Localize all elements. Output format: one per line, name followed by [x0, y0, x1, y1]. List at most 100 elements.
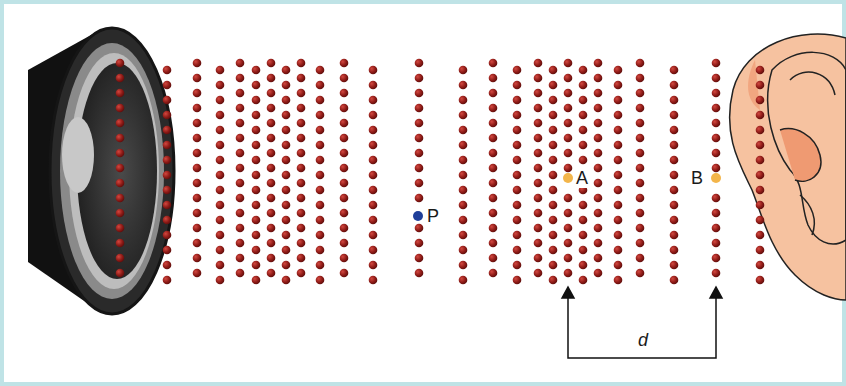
air-particle [636, 239, 645, 248]
air-particle [316, 216, 325, 225]
air-particle [459, 66, 468, 75]
air-particle [513, 201, 522, 210]
air-particle [252, 231, 261, 240]
air-particle [594, 179, 603, 188]
air-particle [459, 141, 468, 150]
air-particle [116, 239, 125, 248]
air-particle [579, 111, 588, 120]
air-particle [369, 231, 378, 240]
air-particle [594, 209, 603, 218]
air-particle [216, 186, 225, 195]
air-particle [369, 66, 378, 75]
air-particle [594, 149, 603, 158]
air-particle [549, 186, 558, 195]
air-particle [340, 134, 349, 143]
air-particle [163, 246, 172, 255]
air-particle [369, 141, 378, 150]
air-particle [549, 96, 558, 105]
air-particle [369, 216, 378, 225]
air-particle [534, 149, 543, 158]
air-particle [340, 209, 349, 218]
air-particle [594, 194, 603, 203]
air-particle [163, 231, 172, 240]
air-particle [116, 104, 125, 113]
air-particle [193, 239, 202, 248]
air-particle [316, 81, 325, 90]
air-particle [282, 186, 291, 195]
air-particle [614, 171, 623, 180]
air-particle [614, 186, 623, 195]
air-particle [267, 119, 276, 128]
air-particle [340, 239, 349, 248]
air-particle [267, 254, 276, 263]
air-particle [340, 149, 349, 158]
air-particle [579, 261, 588, 270]
air-particle [712, 209, 721, 218]
air-particle [549, 156, 558, 165]
air-particle [415, 254, 424, 263]
air-particle [252, 111, 261, 120]
air-particle [369, 276, 378, 285]
air-particle [193, 74, 202, 83]
air-particle [193, 149, 202, 158]
air-particle [369, 261, 378, 270]
air-particle [316, 231, 325, 240]
air-particle [614, 231, 623, 240]
air-particle [316, 111, 325, 120]
wavelength-bracket [562, 287, 722, 358]
air-particle [459, 201, 468, 210]
point-a-marker [563, 173, 573, 183]
air-particle [549, 261, 558, 270]
air-particle [579, 276, 588, 285]
air-particle [459, 96, 468, 105]
air-particle [316, 141, 325, 150]
air-particle [712, 224, 721, 233]
air-particle [636, 104, 645, 113]
air-particle [579, 141, 588, 150]
air-particle [267, 269, 276, 278]
air-particle [236, 269, 245, 278]
air-particle [712, 134, 721, 143]
air-particle [267, 164, 276, 173]
air-particle [636, 179, 645, 188]
air-particle [282, 81, 291, 90]
air-particle [756, 66, 765, 75]
air-particle [614, 216, 623, 225]
air-particle [636, 269, 645, 278]
air-particle [340, 179, 349, 188]
air-particle [297, 59, 306, 68]
air-particle [316, 156, 325, 165]
air-particle [756, 231, 765, 240]
air-particle [236, 164, 245, 173]
air-particle [340, 59, 349, 68]
air-particle [236, 209, 245, 218]
air-particle [670, 201, 679, 210]
air-particle [252, 66, 261, 75]
air-particle [513, 261, 522, 270]
air-particle [236, 104, 245, 113]
air-particle [459, 171, 468, 180]
air-particle [297, 179, 306, 188]
air-particle [369, 246, 378, 255]
air-particle [756, 81, 765, 90]
air-particle [636, 194, 645, 203]
air-particle [282, 171, 291, 180]
air-particle [670, 141, 679, 150]
air-particle [163, 141, 172, 150]
air-particle [489, 134, 498, 143]
air-particle [252, 186, 261, 195]
ear [730, 34, 846, 300]
air-particle [116, 149, 125, 158]
air-particle [116, 209, 125, 218]
air-particle [594, 74, 603, 83]
air-particle [670, 66, 679, 75]
air-particle [297, 239, 306, 248]
air-particle [712, 239, 721, 248]
air-particle [564, 149, 573, 158]
air-particle [614, 126, 623, 135]
air-particles [116, 59, 765, 285]
air-particle [534, 239, 543, 248]
air-particle [756, 126, 765, 135]
air-particle [252, 276, 261, 285]
